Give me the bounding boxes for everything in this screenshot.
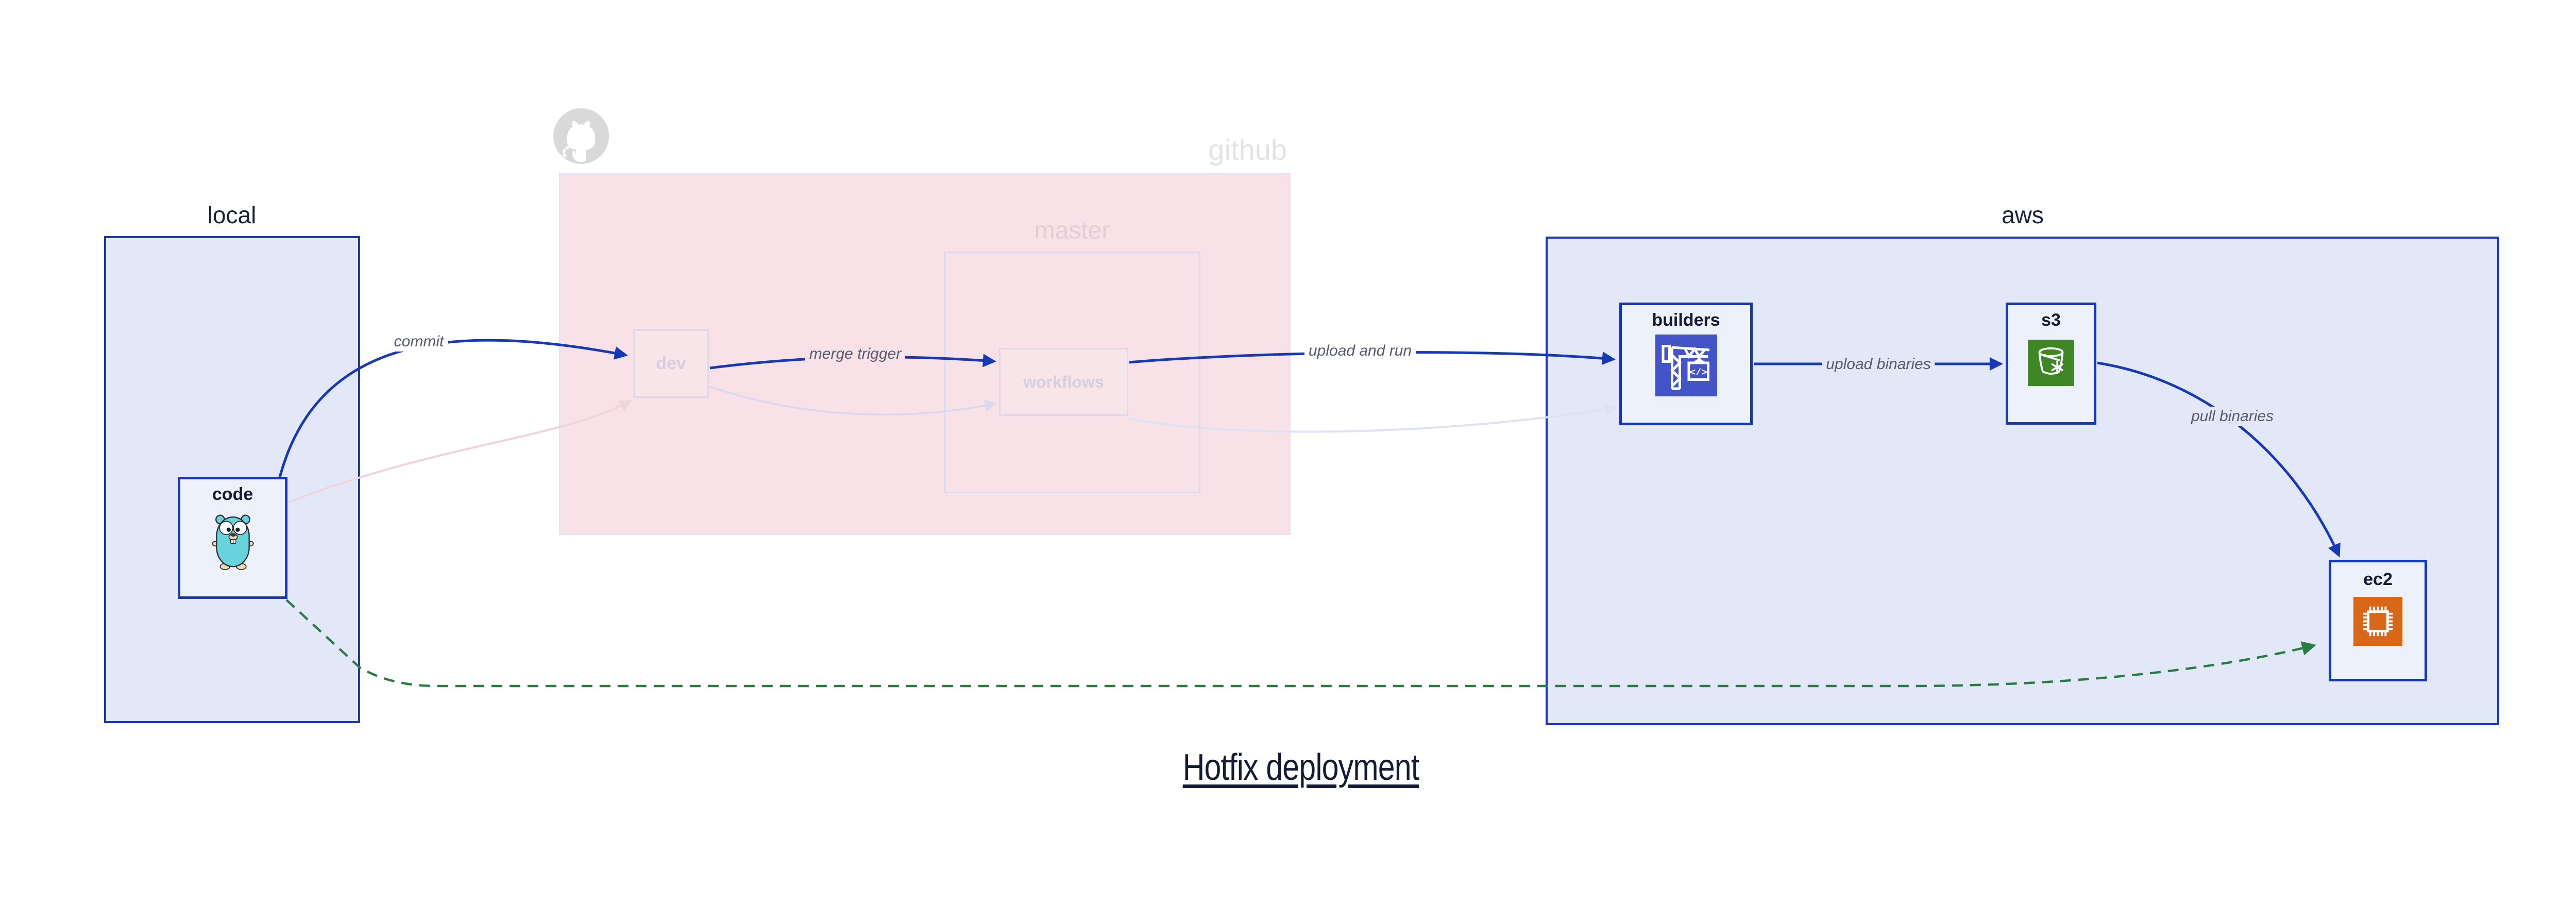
edge-code-dev xyxy=(288,400,633,503)
diagram-title: Hotfix deployment xyxy=(1157,746,1445,789)
edge-label-upload-and-run: upload and run xyxy=(1304,341,1416,361)
edge-code-ec2 xyxy=(285,599,2317,688)
aws-ec2-icon xyxy=(2353,597,2402,646)
edge-label-merge-trigger: merge trigger xyxy=(805,344,906,364)
node-s3-label: s3 xyxy=(2041,310,2061,330)
go-gopher-icon xyxy=(211,511,254,572)
node-ec2-label: ec2 xyxy=(2363,570,2393,589)
edge-label-commit: commit xyxy=(389,332,448,352)
node-dev-label: dev xyxy=(656,354,686,373)
edge-workflows-builders xyxy=(1129,403,1618,433)
group-label-local: local xyxy=(207,202,257,228)
edge-label-pull-binaries: pull binaries xyxy=(2187,407,2278,426)
node-workflows: workflows xyxy=(999,348,1128,416)
edge-dev-workflows xyxy=(709,386,997,416)
aws-codebuild-icon: </> xyxy=(1655,335,1717,396)
group-label-master: master xyxy=(1034,217,1110,244)
edge-label-upload-binaries: upload binaries xyxy=(1822,355,1935,374)
group-label-github: github xyxy=(1208,133,1287,166)
github-octocat-icon xyxy=(552,107,610,165)
edge-code-dev xyxy=(278,339,628,478)
node-builders: builders </> xyxy=(1619,303,1753,425)
node-ec2: ec2 xyxy=(2329,560,2427,681)
group-master xyxy=(944,252,1200,493)
node-s3: s3 xyxy=(2006,303,2096,425)
node-builders-label: builders xyxy=(1652,310,1720,330)
node-workflows-label: workflows xyxy=(1023,372,1104,391)
diagram-title-text: Hotfix deployment xyxy=(1182,747,1419,788)
aws-s3-glacier-icon xyxy=(2028,340,2074,386)
node-code-label: code xyxy=(212,485,253,504)
node-code: code xyxy=(178,477,287,599)
group-label-aws: aws xyxy=(2002,202,2044,228)
node-dev: dev xyxy=(633,329,709,398)
svg-text:</>: </> xyxy=(1689,367,1707,378)
edge-s3-ec2 xyxy=(2097,361,2341,558)
